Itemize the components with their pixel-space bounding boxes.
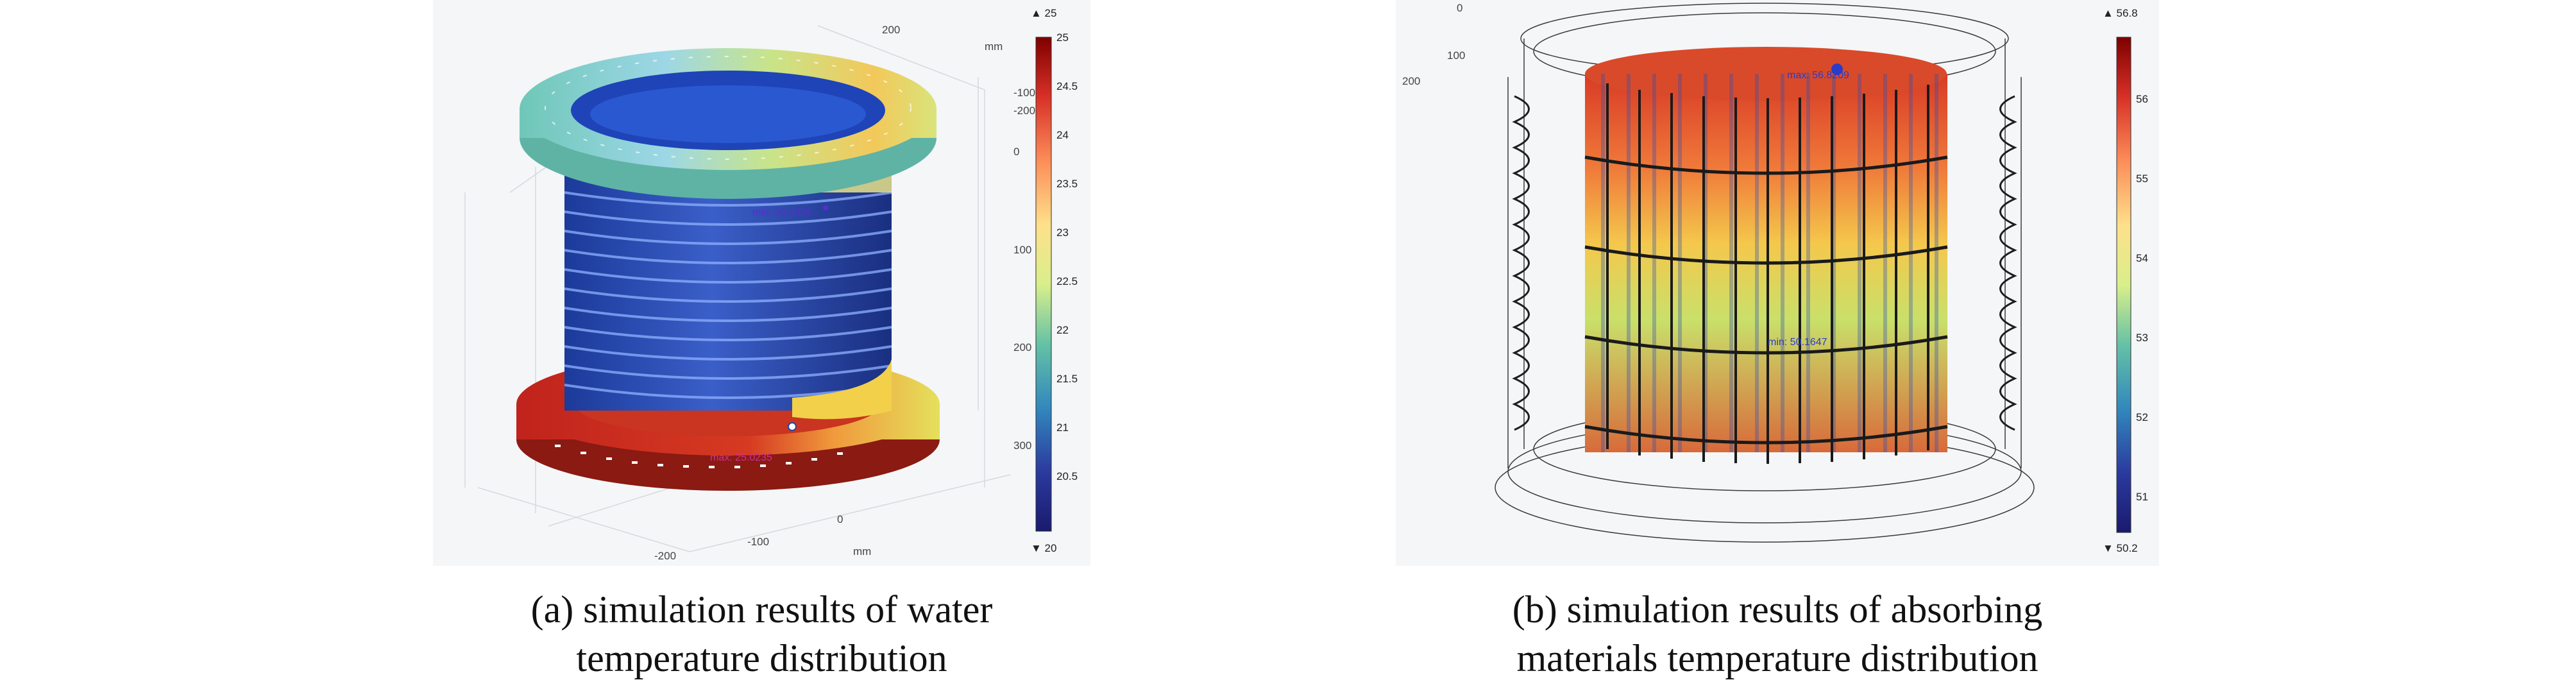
colorbar-tick: 22 [1056,324,1069,336]
colorbar-max: ▲ 25 [1031,7,1056,19]
axis-tick: 300 [1013,439,1031,452]
axis-tick: 0 [837,513,843,525]
panel-b-absorbing-materials-temperature: max: 56.8209 min: 50.1647 100 200 0 ▲ 56… [1396,0,2159,566]
colorbar-min: ▼ 50.2 [2103,542,2138,554]
axis-tick: -200 [1013,105,1035,117]
colorbar-gradient [2116,37,2131,533]
axis-tick: 100 [1013,244,1031,256]
axis-ticks: 200 mm -100 -200 0 100 200 300 -200 -100… [654,24,1035,562]
max-marker-label: max: 56.8209 [1787,70,1849,81]
colorbar-tick: 56 [2136,93,2148,105]
caption-a-line2: temperature distribution [576,637,947,679]
axis-tick: 0 [1457,2,1462,14]
panel-a-render: min: 20.0356 max: 25.0235 200 mm -100 -2… [433,0,1090,566]
min-marker-label: min: 20.0356 [752,207,812,218]
colorbar-tick: 54 [2136,252,2148,264]
coil-windings [1512,95,2017,431]
colorbar-tick: 25 [1056,31,1069,44]
colorbar-tick: 24 [1056,129,1069,141]
axis-unit-label: mm [853,545,871,557]
colorbar-tick: 23.5 [1056,178,1078,190]
axis-unit-label: mm [985,40,1003,53]
colorbar-tick: 51 [2136,491,2148,503]
axis-tick: -100 [747,536,769,548]
axis-tick: 100 [1447,49,1465,62]
caption-b-line2: materials temperature distribution [1516,637,2038,679]
max-marker-point [1831,64,1843,75]
colorbar-gradient [1035,37,1052,532]
panel-a-water-temperature: min: 20.0356 max: 25.0235 200 mm -100 -2… [433,0,1090,566]
colorbar-tick: 22.5 [1056,275,1078,287]
min-marker-label: min: 50.1647 [1768,337,1827,348]
top-flange [520,48,936,199]
absorber-cylinder [1584,47,1948,464]
colorbar: ▲ 25 ▼ 20 25 24.5 24 23.5 23 22.5 22 21.5 21 20.5 [1031,7,1078,554]
colorbar: ▲ 56.8 ▼ 50.2 56 55 54 53 52 51 [2103,7,2148,554]
panel-b-render: max: 56.8209 min: 50.1647 100 200 0 ▲ 56… [1396,0,2159,566]
max-marker-label: max: 25.0235 [710,452,772,463]
colorbar-tick: 20.5 [1056,470,1078,482]
colorbar-tick: 24.5 [1056,80,1078,92]
caption-b-line1: (b) simulation results of absorbing [1512,588,2043,631]
caption-a-line1: (a) simulation results of water [530,588,993,631]
axis-tick: -200 [654,550,676,562]
axis-tick: 0 [1013,146,1019,158]
caption-b: (b) simulation results of absorbing mate… [1328,585,2226,683]
colorbar-tick: 21.5 [1056,373,1078,385]
colorbar-tick: 21 [1056,421,1069,434]
colorbar-tick: 52 [2136,411,2148,423]
colorbar-tick: 23 [1056,226,1069,239]
axis-tick: -100 [1013,87,1035,99]
axis-tick: 200 [1402,75,1420,87]
min-marker-point [823,205,828,210]
max-marker-point [788,422,797,431]
colorbar-min: ▼ 20 [1031,542,1056,554]
colorbar-max: ▲ 56.8 [2103,7,2138,19]
colorbar-tick: 53 [2136,332,2148,344]
colorbar-tick: 55 [2136,173,2148,185]
axis-tick: 200 [882,24,900,36]
caption-a: (a) simulation results of water temperat… [356,585,1167,683]
axis-ticks: 100 200 0 [1402,2,1465,87]
axis-tick: 200 [1013,341,1031,353]
